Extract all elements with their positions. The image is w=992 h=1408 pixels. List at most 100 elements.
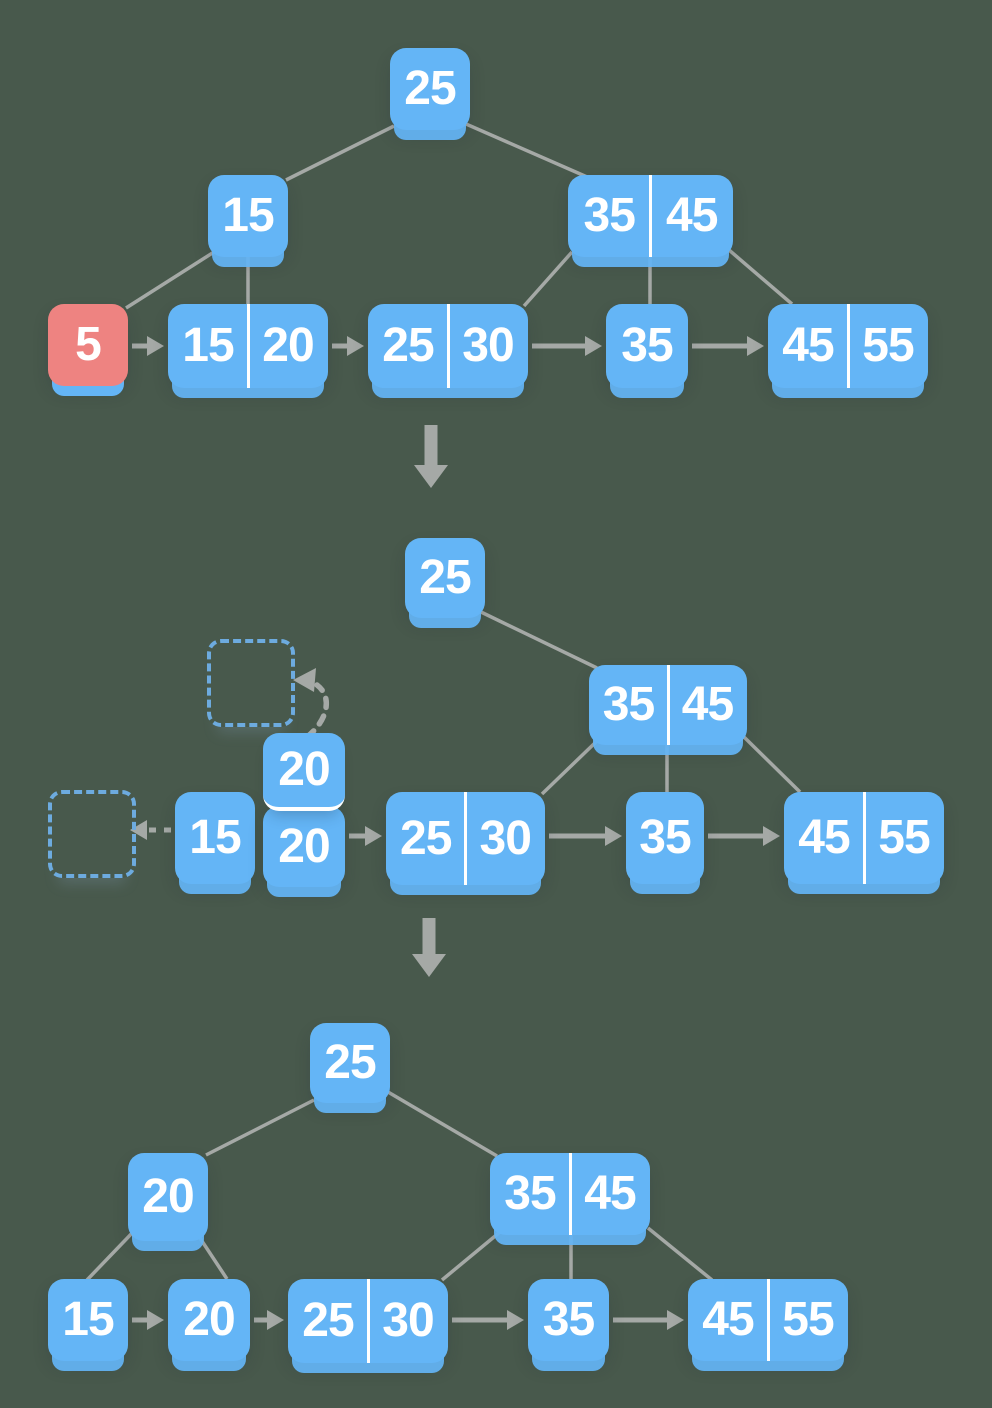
node-key: 45 — [782, 319, 834, 372]
leaf-link-arrow-icon — [452, 1310, 524, 1330]
tree-edge-line — [387, 1090, 498, 1158]
node-key: 25 — [302, 1294, 354, 1347]
tree-edge-line — [85, 1228, 137, 1282]
s1-leaf-5-highlighted: 5 — [48, 304, 128, 386]
node-key: 25 — [324, 1036, 376, 1089]
key-divider — [464, 792, 467, 885]
s3-leaf-20: 20 — [168, 1279, 250, 1361]
tree-edge-line — [194, 1231, 229, 1280]
node-key: 20 — [278, 743, 330, 796]
node-key: 35 — [504, 1167, 556, 1220]
tree-edge-line — [465, 122, 595, 182]
node-key: 35 — [583, 189, 636, 242]
node-key: 25 — [419, 551, 471, 604]
s2-internal-35-45: 35 45 — [589, 665, 747, 745]
key-divider — [766, 1279, 770, 1361]
key-divider — [862, 792, 866, 884]
s2-root-25: 25 — [405, 538, 485, 618]
key-divider — [446, 304, 450, 388]
node-key: 15 — [182, 319, 234, 372]
node-key: 20 — [183, 1293, 235, 1346]
tree-edge-line — [125, 250, 215, 310]
s3-leaf-25-30: 25 30 — [288, 1279, 448, 1363]
node-key: 55 — [862, 319, 914, 372]
leaf-link-arrow-icon — [132, 336, 164, 356]
s3-root-25: 25 — [310, 1023, 390, 1103]
promote-key-curved-arrow — [293, 668, 329, 740]
leaf-link-arrow-icon — [332, 336, 364, 356]
s1-root-25: 25 — [390, 48, 470, 130]
node-key: 30 — [479, 811, 532, 865]
tree-edge-line — [540, 738, 600, 796]
s2-promoted-key-20: 20 — [263, 733, 345, 811]
node-key: 35 — [639, 811, 691, 864]
s1-internal-35-45: 35 45 — [568, 175, 733, 257]
leaf-link-arrow-icon — [613, 1310, 684, 1330]
s1-internal-15: 15 — [208, 175, 288, 257]
node-key: 45 — [666, 189, 718, 242]
node-key: 45 — [681, 678, 734, 731]
node-key: 15 — [62, 1293, 114, 1346]
s2-empty-leaf-placeholder — [48, 790, 136, 878]
s3-leaf-35: 35 — [528, 1279, 609, 1361]
node-key: 25 — [382, 319, 434, 372]
s3-leaf-45-55: 45 55 — [688, 1279, 848, 1361]
node-key: 20 — [262, 319, 314, 372]
node-key: 15 — [222, 189, 274, 242]
key-divider — [366, 1279, 370, 1363]
node-key: 35 — [602, 678, 655, 731]
s2-leaf-20: 20 — [263, 806, 345, 887]
node-key: 55 — [782, 1293, 834, 1346]
node-key: 35 — [542, 1293, 595, 1346]
node-key: 45 — [702, 1293, 754, 1346]
key-divider — [246, 304, 250, 388]
leaf-link-arrow-icon — [254, 1310, 284, 1330]
node-key: 15 — [189, 811, 241, 864]
node-key: 25 — [404, 62, 456, 115]
node-key: 30 — [382, 1294, 434, 1347]
node-key: 5 — [75, 318, 102, 371]
tree-edge-line — [285, 124, 395, 182]
s2-leaf-35: 35 — [626, 792, 704, 884]
node-key: 55 — [878, 811, 930, 864]
leaf-link-arrow-icon — [132, 1310, 164, 1330]
step-down-arrow-icon — [412, 918, 446, 977]
s2-leaf-15: 15 — [175, 792, 255, 884]
node-key: 20 — [142, 1170, 194, 1223]
node-key: 20 — [278, 819, 330, 873]
node-key: 35 — [621, 319, 673, 372]
leaf-link-arrow-icon — [692, 336, 764, 356]
node-key: 30 — [462, 319, 514, 372]
tree-edge-line — [440, 1230, 502, 1282]
s1-leaf-35: 35 — [606, 304, 688, 388]
leaf-link-arrow-icon — [532, 336, 602, 356]
tree-edge-line — [480, 610, 598, 670]
s1-leaf-25-30: 25 30 — [368, 304, 528, 388]
tree-edge-line — [727, 248, 794, 306]
node-key: 25 — [400, 811, 452, 865]
tree-edge-line — [742, 735, 802, 794]
s2-leaf-25-30: 25 30 — [386, 792, 545, 885]
s1-leaf-45-55: 45 55 — [768, 304, 928, 388]
tree-edge-line — [646, 1226, 714, 1282]
leaf-link-arrow-icon — [549, 826, 622, 846]
s3-internal-20: 20 — [128, 1153, 208, 1241]
tree-edge-line — [205, 1098, 315, 1157]
tree-edge-line — [522, 250, 574, 308]
key-divider — [846, 304, 850, 388]
key-divider — [649, 175, 652, 257]
s3-leaf-15: 15 — [48, 1279, 128, 1361]
leaf-link-arrow-icon — [349, 826, 382, 846]
s2-empty-internal-placeholder — [207, 639, 295, 727]
unlink-left-arrow — [130, 820, 171, 840]
s2-leaf-45-55: 45 55 — [784, 792, 944, 884]
leaf-link-arrow-icon — [708, 826, 780, 846]
key-divider — [568, 1153, 572, 1235]
node-key: 45 — [798, 811, 850, 864]
step-down-arrow-icon — [414, 425, 448, 488]
key-divider — [666, 665, 670, 745]
